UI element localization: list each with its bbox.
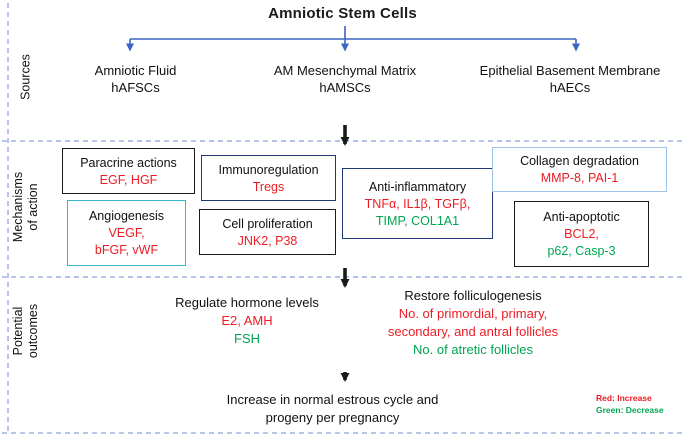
side-label-mechanisms: Mechanisms of action bbox=[11, 172, 41, 242]
legend-red-item: Red: Increase bbox=[596, 393, 652, 403]
side-label-outcomes-line2: outcomes bbox=[26, 303, 40, 359]
source-abbr: hAMSCs bbox=[319, 80, 371, 95]
mechanism-box-title: Angiogenesis bbox=[88, 209, 165, 223]
side-label-mechanisms-line1: Mechanisms bbox=[11, 171, 25, 243]
mechanism-box-line: Tregs bbox=[252, 179, 285, 194]
mechanism-box-title: Anti-apoptotic bbox=[543, 210, 620, 224]
outcome-line: secondary, and antral follicles bbox=[387, 324, 559, 339]
final-statement-line1: Increase in normal estrous cycle and bbox=[226, 392, 439, 407]
outcome-line: No. of primordial, primary, bbox=[398, 306, 548, 321]
color-legend: Red: Increase Green: Decrease bbox=[596, 393, 684, 416]
mechanism-box-title: Paracrine actions bbox=[80, 155, 177, 170]
source-amniotic-fluid: Amniotic Fluid hAFSCs bbox=[58, 62, 213, 96]
source-abbr: hAFSCs bbox=[111, 80, 160, 95]
mechanism-box-angiogenesis: Angiogenesis VEGF, bFGF, vWF bbox=[67, 200, 186, 266]
outcome-regulate-hormone-levels: Regulate hormone levels E2, AMH FSH bbox=[148, 294, 346, 348]
mechanism-box-paracrine-actions: Paracrine actions EGF, HGF bbox=[62, 148, 195, 194]
mechanism-box-immunoregulation: Immunoregulation Tregs bbox=[201, 155, 336, 201]
mechanism-box-cell-proliferation: Cell proliferation JNK2, P38 bbox=[199, 209, 336, 255]
source-epithelial-basement-membrane: Epithelial Basement Membrane hAECs bbox=[455, 62, 685, 96]
mechanism-box-line: bFGF, vWF bbox=[94, 243, 159, 257]
mechanism-box-line: TIMP, COL1A1 bbox=[375, 213, 460, 228]
source-name: Amniotic Fluid bbox=[94, 63, 177, 78]
mechanism-box-title: Collagen degradation bbox=[520, 154, 639, 168]
mechanism-box-anti-apoptotic: Anti-apoptotic BCL2, p62, Casp-3 bbox=[514, 201, 649, 267]
final-statement-line2: progeny per pregnancy bbox=[265, 410, 400, 425]
mechanism-box-line: p62, Casp-3 bbox=[547, 244, 616, 258]
outcome-line: E2, AMH bbox=[221, 313, 273, 328]
legend-green-item: Green: Decrease bbox=[596, 404, 664, 415]
mechanism-box-line: JNK2, P38 bbox=[237, 233, 298, 248]
outcome-line: No. of atretic follicles bbox=[413, 342, 533, 357]
source-name: Epithelial Basement Membrane bbox=[479, 63, 661, 78]
mechanism-box-line: TNFα, IL1β, TGFβ, bbox=[364, 196, 471, 211]
mechanism-box-title: Immunoregulation bbox=[218, 162, 319, 177]
sources-branch-connector bbox=[126, 26, 580, 52]
mechanism-box-line: VEGF, bbox=[108, 226, 145, 240]
side-label-sources-text: Sources bbox=[18, 54, 33, 100]
mechanism-box-line: MMP-8, PAI-1 bbox=[540, 171, 619, 185]
side-label-outcomes-line1: Potential bbox=[11, 306, 25, 356]
final-statement: Increase in normal estrous cycle and pro… bbox=[160, 391, 505, 427]
side-label-outcomes: Potential outcomes bbox=[11, 304, 41, 358]
outcome-restore-folliculogenesis: Restore folliculogenesis No. of primordi… bbox=[352, 287, 594, 359]
page-title: Amniotic Stem Cells bbox=[268, 5, 417, 22]
source-name: AM Mesenchymal Matrix bbox=[273, 63, 417, 78]
outcome-line: FSH bbox=[234, 331, 260, 346]
mechanism-box-line: BCL2, bbox=[564, 227, 599, 241]
outcome-title: Restore folliculogenesis bbox=[404, 288, 542, 303]
side-label-sources: Sources bbox=[19, 54, 34, 100]
mechanism-box-title: Cell proliferation bbox=[222, 216, 313, 231]
mechanism-box-anti-inflammatory: Anti-inflammatory TNFα, IL1β, TGFβ, TIMP… bbox=[342, 168, 493, 239]
mechanism-box-title: Anti-inflammatory bbox=[368, 179, 467, 194]
mechanism-box-line: EGF, HGF bbox=[99, 172, 158, 187]
outcome-title: Regulate hormone levels bbox=[175, 295, 319, 310]
source-am-mesenchymal-matrix: AM Mesenchymal Matrix hAMSCs bbox=[248, 62, 442, 96]
source-abbr: hAECs bbox=[549, 80, 591, 95]
mechanism-box-collagen-degradation: Collagen degradation MMP-8, PAI-1 bbox=[492, 147, 667, 192]
section-divider-dashed-lines bbox=[2, 3, 683, 434]
side-label-mechanisms-line2: of action bbox=[26, 183, 40, 231]
